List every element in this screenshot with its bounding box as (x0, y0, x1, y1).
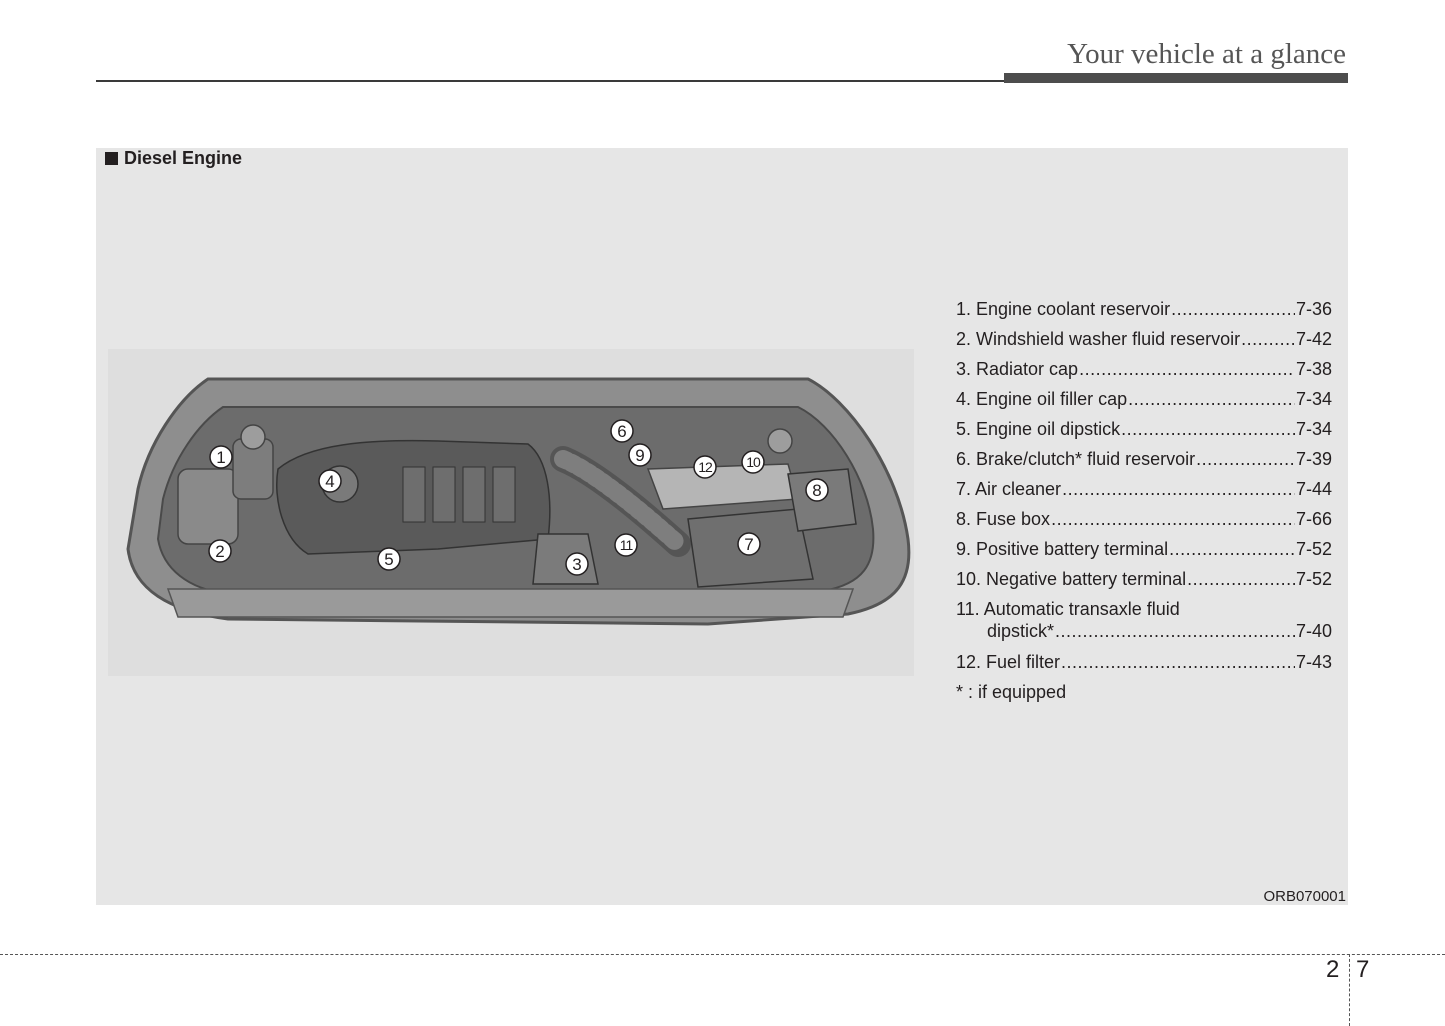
callout-6: 6 (610, 419, 634, 443)
legend-footnote: * : if equipped (956, 682, 1067, 702)
legend-item: 7. Air cleaner 7-44 (956, 474, 1332, 504)
legend-item-label: 12. Fuel filter (956, 652, 1061, 672)
legend-item-label: 6. Brake/clutch* fluid reservoir (956, 449, 1196, 469)
leader-dots (1051, 504, 1295, 534)
leader-dots (1171, 294, 1295, 324)
legend-item: 12. Fuel filter 7-43 (956, 647, 1332, 677)
legend-item-label: 2. Windshield washer fluid reservoir (956, 329, 1241, 349)
legend-item-label: 10. Negative battery terminal (956, 569, 1187, 589)
page-chapter: 2 (1326, 956, 1340, 983)
svg-text:1: 1 (216, 448, 225, 467)
page-number-separator (1349, 954, 1350, 1026)
leader-dots (1055, 620, 1295, 642)
svg-text:8: 8 (812, 481, 821, 500)
header-rule (96, 80, 1006, 82)
legend-item-page: 7-42 (1295, 329, 1332, 349)
page-header-title: Your vehicle at a glance (1067, 38, 1346, 70)
header-bar (1004, 73, 1348, 83)
legend-item: 1. Engine coolant reservoir 7-36 (956, 294, 1332, 324)
legend-item-label: 8. Fuse box (956, 509, 1051, 529)
leader-dots (1079, 354, 1295, 384)
legend-item: 3. Radiator cap 7-38 (956, 354, 1332, 384)
svg-text:6: 6 (617, 422, 626, 441)
leader-dots (1128, 384, 1295, 414)
leader-dots (1169, 534, 1295, 564)
legend-item-label: 5. Engine oil dipstick (956, 419, 1121, 439)
square-bullet-icon (105, 152, 118, 165)
legend-item-page: 7-66 (1295, 509, 1332, 529)
callout-3: 3 (565, 552, 589, 576)
callout-1: 1 (209, 445, 233, 469)
legend-item-page: 7-40 (1295, 621, 1332, 641)
leader-dots (1241, 324, 1295, 354)
legend-item-page: 7-44 (1295, 479, 1332, 499)
legend-item-label: 1. Engine coolant reservoir (956, 299, 1171, 319)
svg-text:4: 4 (325, 472, 334, 491)
legend-item-page: 7-52 (1295, 539, 1332, 559)
legend-item-label-cont: dipstick* (987, 621, 1055, 641)
svg-text:2: 2 (215, 542, 224, 561)
legend-item: 6. Brake/clutch* fluid reservoir 7-39 (956, 444, 1332, 474)
leader-dots (1187, 564, 1295, 594)
legend-item: 10. Negative battery terminal 7-52 (956, 564, 1332, 594)
legend-item-page: 7-36 (1295, 299, 1332, 319)
legend-item-page: 7-43 (1295, 652, 1332, 672)
legend-item-page: 7-34 (1295, 389, 1332, 409)
callout-7: 7 (737, 532, 761, 556)
legend-item-label: 9. Positive battery terminal (956, 539, 1169, 559)
leader-dots (1062, 474, 1295, 504)
figure-panel: Diesel Engine (96, 148, 1348, 905)
legend-item: 9. Positive battery terminal 7-52 (956, 534, 1332, 564)
legend-item: 8. Fuse box 7-66 (956, 504, 1332, 534)
page-number: 7 (1356, 956, 1370, 983)
svg-text:12: 12 (698, 459, 713, 475)
callout-9: 9 (628, 443, 652, 467)
engine-compartment-drawing: 1 2 3 4 5 6 7 (126, 377, 911, 626)
section-heading-text: Diesel Engine (124, 148, 243, 168)
legend-item-page: 7-38 (1295, 359, 1332, 379)
leader-dots (1196, 444, 1295, 474)
engine-compartment-illustration: 1 2 3 4 5 6 7 (108, 349, 914, 676)
legend-item-label: 11. Automatic transaxle fluid (956, 599, 1180, 619)
footer-rule (0, 954, 1445, 955)
legend-item-page: 7-52 (1295, 569, 1332, 589)
legend-item-label: 3. Radiator cap (956, 359, 1079, 379)
image-code: ORB070001 (1263, 888, 1346, 905)
callout-10: 10 (741, 450, 765, 474)
callout-8: 8 (805, 478, 829, 502)
svg-text:10: 10 (746, 454, 761, 470)
callout-5: 5 (377, 547, 401, 571)
leader-dots (1121, 414, 1295, 444)
legend-item-page: 7-39 (1295, 449, 1332, 469)
legend-item-label: 4. Engine oil filler cap (956, 389, 1128, 409)
svg-text:3: 3 (572, 555, 581, 574)
svg-text:9: 9 (635, 446, 644, 465)
legend-item: 4. Engine oil filler cap 7-34 (956, 384, 1332, 414)
legend-item: 2. Windshield washer fluid reservoir 7-42 (956, 324, 1332, 354)
legend-item-label: 7. Air cleaner (956, 479, 1062, 499)
legend-item-page: 7-34 (1295, 419, 1332, 439)
component-legend: 1. Engine coolant reservoir 7-36 2. Windsh… (956, 294, 1332, 707)
callout-11: 11 (614, 533, 638, 557)
svg-text:11: 11 (620, 537, 634, 553)
section-heading: Diesel Engine (105, 148, 242, 169)
callout-12: 12 (693, 455, 717, 479)
legend-item: 5. Engine oil dipstick 7-34 (956, 414, 1332, 444)
svg-text:7: 7 (744, 535, 753, 554)
callout-2: 2 (208, 539, 232, 563)
svg-text:5: 5 (384, 550, 393, 569)
callout-4: 4 (318, 469, 342, 493)
leader-dots (1061, 647, 1295, 677)
legend-item: 11. Automatic transaxle fluid dipstick* … (956, 594, 1332, 647)
